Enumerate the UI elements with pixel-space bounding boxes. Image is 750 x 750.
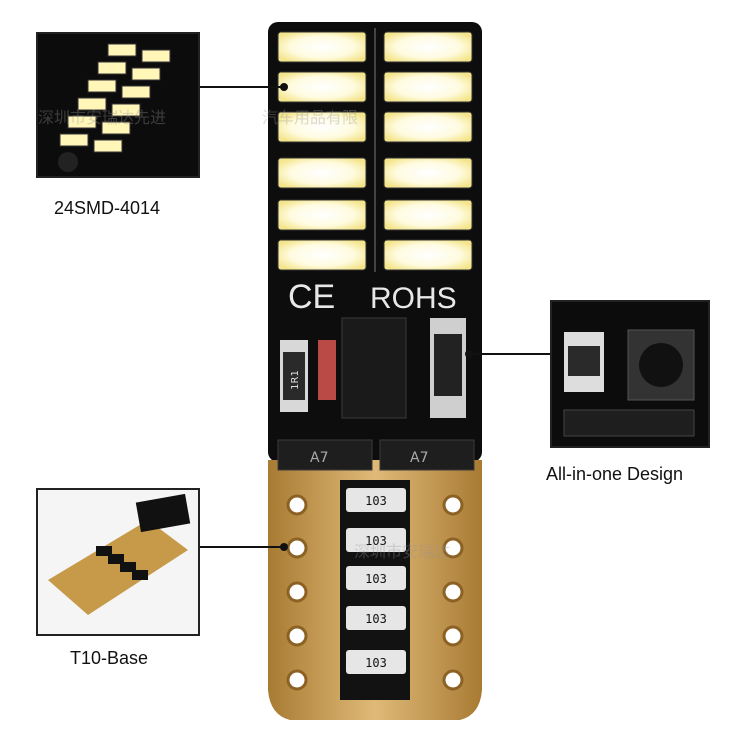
resistor-code: 103 [365, 612, 387, 626]
connector-line-smd [200, 86, 284, 88]
resistor-code: 103 [365, 534, 387, 548]
svg-text:A7: A7 [410, 450, 428, 466]
callout-base-image [36, 488, 200, 636]
caption-design: All-in-one Design [546, 464, 684, 484]
ce-mark: CE [288, 278, 335, 316]
resistor-code: 103 [365, 656, 387, 670]
resistor-code: 103 [365, 494, 387, 508]
rohs-mark: ROHS [370, 282, 457, 315]
led-chips [277, 31, 473, 271]
resistor-code: 103 [365, 572, 387, 586]
callout-design-image [550, 300, 710, 448]
resistor-label: 1R1 [290, 370, 301, 390]
connector-dot-design [465, 350, 473, 358]
connector-line-base [200, 546, 284, 548]
connector-dot-base [280, 543, 288, 551]
watermark-left: 深圳市安瑞达先进 [38, 108, 167, 127]
watermark-lower: 深圳市安瑞达 [354, 542, 451, 561]
connector-line-design [470, 353, 550, 355]
callout-smd-image [36, 32, 200, 178]
diode-label: A7 [310, 450, 328, 466]
base-resistors [346, 488, 406, 674]
base-holes [286, 494, 464, 691]
watermark-right: 汽车用品有限 [262, 108, 359, 127]
caption-smd: 24SMD-4014 [54, 198, 161, 218]
caption-base: T10-Base [70, 648, 149, 668]
connector-dot-smd [280, 83, 288, 91]
